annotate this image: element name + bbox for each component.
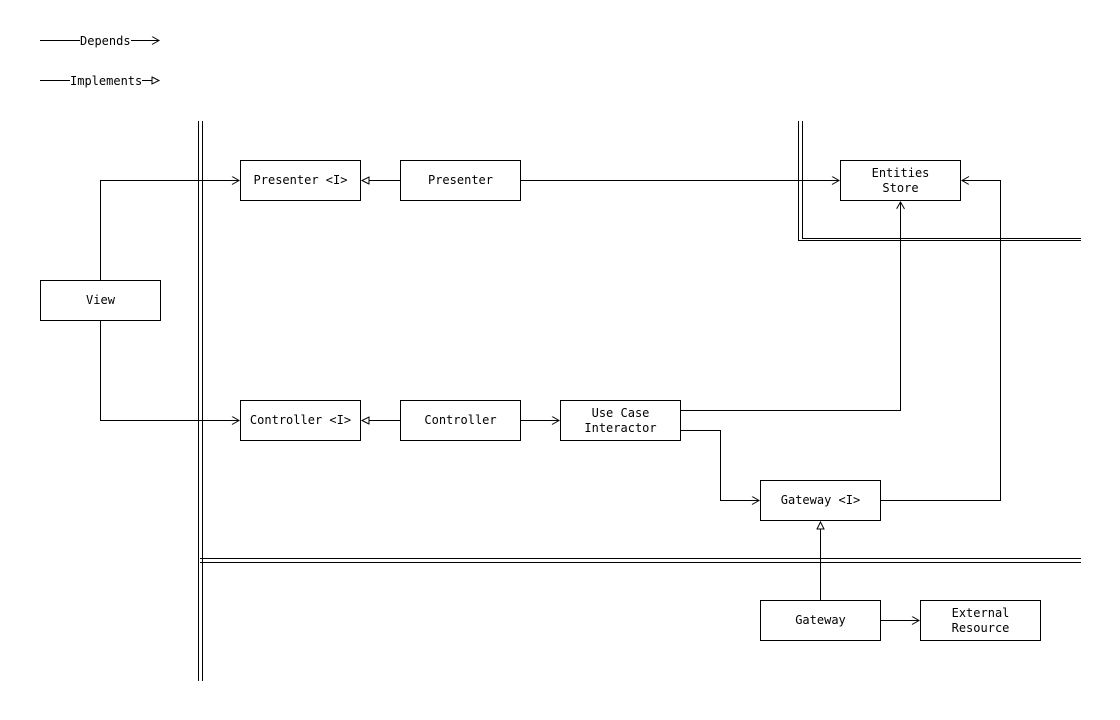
controller-node[interactable]: Controller <box>400 400 521 441</box>
layer-boundaries <box>198 121 1081 681</box>
boundary-top-right <box>798 121 1081 241</box>
view-node[interactable]: View <box>40 280 161 321</box>
presenter-interface-node[interactable]: Presenter <I> <box>240 160 361 201</box>
external-resource-node[interactable]: External Resource <box>920 600 1041 641</box>
use-case-interactor-node[interactable]: Use Case Interactor <box>560 400 681 441</box>
gateway-interface-node[interactable]: Gateway <I> <box>760 480 881 521</box>
gateway-interface-to-entities-edge <box>881 181 1001 501</box>
controller-interface-node[interactable]: Controller <I> <box>240 400 361 441</box>
interactor-to-entities-edge <box>681 202 901 411</box>
entities-store-node[interactable]: Entities Store <box>840 160 961 201</box>
presenter-node[interactable]: Presenter <box>400 160 521 201</box>
legend-depends-label: Depends <box>80 34 131 48</box>
view-to-controller-interface-edge <box>100 320 240 421</box>
legend-implements-label: Implements <box>70 74 143 88</box>
gateway-node[interactable]: Gateway <box>760 600 881 641</box>
view-to-presenter-interface-edge <box>100 181 240 280</box>
interactor-to-gateway-interface-edge <box>681 430 759 501</box>
